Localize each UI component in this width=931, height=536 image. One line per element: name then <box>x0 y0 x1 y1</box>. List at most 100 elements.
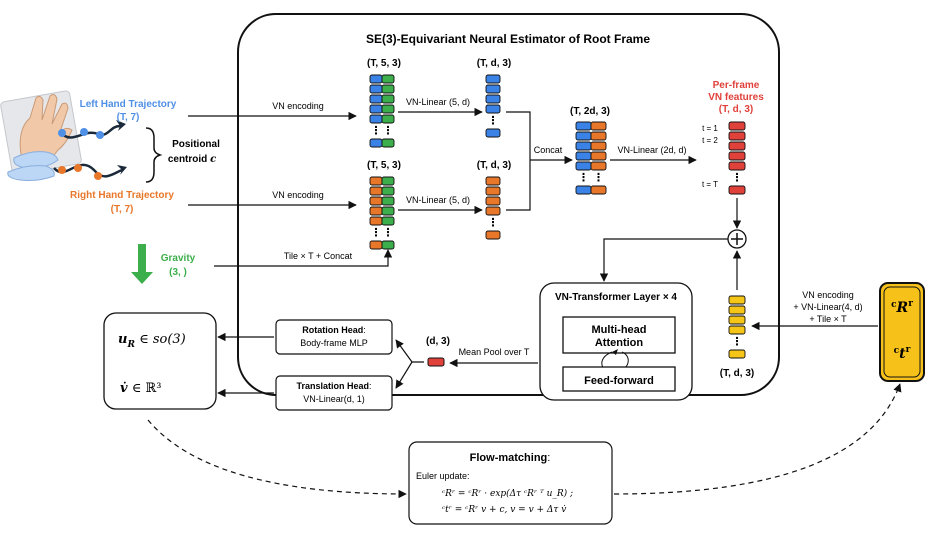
left-encoded-stack-token <box>381 94 395 104</box>
right-hand-shape: (T, 7) <box>111 204 134 215</box>
flow-euler-label: Euler update: <box>416 471 470 481</box>
translation-head-sub: VN-Linear(d, 1) <box>303 394 365 404</box>
attention-box <box>562 316 676 354</box>
pose-rotation: cRr <box>891 299 913 316</box>
left-encoded-stack-ellipsis: ⋮ <box>371 125 382 137</box>
concat-stack-token <box>575 121 592 131</box>
concat-stack-token <box>575 161 592 171</box>
left-linear-stack-token <box>485 104 501 114</box>
concat-stack-token <box>575 141 592 151</box>
right-encoding-label-2: + VN-Linear(4, d) <box>793 302 862 312</box>
pose-box <box>879 282 925 382</box>
per-frame-stack-ellipsis: ⋮ <box>732 172 743 184</box>
left-encoded-stack-token <box>369 74 383 84</box>
left-encoded-stack-token <box>369 94 383 104</box>
pose-translation: ctr <box>894 345 911 362</box>
right-linear-stack-token <box>485 206 501 216</box>
concat-stack-token <box>590 131 607 141</box>
left-encoded-stack-token <box>381 84 395 94</box>
token-stacks: ⋮⋮⋮⋮⋮⋮⋮⋮⋮⋮ <box>369 74 746 359</box>
rotation-head-title: Rotation Head: <box>302 325 366 335</box>
left-encoded-stack-token <box>369 104 383 114</box>
concat-stack-ellipsis: ⋮ <box>578 172 589 184</box>
vn-linear-2d-label: VN-Linear (2d, d) <box>617 145 686 155</box>
left-encoded-stack-token <box>381 114 395 124</box>
right-linear-stack-token <box>485 176 501 186</box>
left-encoded-stack-token <box>381 138 395 148</box>
dashed-arrow-to-flow <box>147 419 407 499</box>
per-frame-stack-token <box>728 161 746 171</box>
shape-left-linear: (T, d, 3) <box>477 58 511 69</box>
concat-stack-token <box>590 121 607 131</box>
centroid-label: Positional <box>172 139 220 150</box>
shape-pooled: (d, 3) <box>426 336 450 347</box>
right-encoded-stack-ellipsis: ⋮ <box>383 227 394 239</box>
centroid-label-2: centroid c <box>168 154 216 165</box>
left-hand-label: Left Hand Trajectory <box>80 99 177 110</box>
right-encoded-stack-token <box>369 186 383 196</box>
per-frame-label-2: VN features <box>708 92 764 103</box>
gravity-shape: (3, ) <box>169 267 187 278</box>
right-linear-stack-token <box>485 230 501 240</box>
per-frame-stack-token <box>728 141 746 151</box>
left-encoded-stack-ellipsis: ⋮ <box>383 125 394 137</box>
mean-pool-label: Mean Pool over T <box>459 347 530 357</box>
yellow-stack-token <box>728 305 746 315</box>
vn-encoding-label-right: VN encoding <box>272 190 324 200</box>
right-linear-stack-ellipsis: ⋮ <box>488 217 499 229</box>
concat-label: Concat <box>534 145 563 155</box>
left-encoded-stack-token <box>369 138 383 148</box>
yellow-stack-ellipsis: ⋮ <box>732 336 743 348</box>
right-encoded-stack-ellipsis: ⋮ <box>371 227 382 239</box>
shape-left-encoded: (T, 5, 3) <box>367 58 401 69</box>
shape-right-encoded: (T, 5, 3) <box>367 160 401 171</box>
left-encoded-stack-token <box>381 74 395 84</box>
right-encoded-stack-token <box>381 240 395 250</box>
yellow-stack-token <box>728 315 746 325</box>
gravity-label: Gravity <box>161 253 196 264</box>
per-frame-stack-token <box>728 131 746 141</box>
per-frame-stack-token <box>728 151 746 161</box>
concat-stack-token <box>590 151 607 161</box>
hand-illustration <box>0 90 127 181</box>
left-linear-stack-ellipsis: ⋮ <box>488 115 499 127</box>
centroid-bracket <box>145 127 163 183</box>
concat-stack-token <box>590 141 607 151</box>
right-hand-label: Right Hand Trajectory <box>70 190 174 201</box>
flow-eq-1: ᶜRʳ = ᶜRʳ · exp(Δτ ᶜRʳ ᵀ u_R) ; <box>442 488 573 499</box>
translation-head-box <box>275 375 393 411</box>
right-linear-stack-token <box>485 186 501 196</box>
attention-label-2: Attention <box>595 337 644 349</box>
yellow-stack-token <box>728 349 746 359</box>
right-encoded-stack-token <box>369 206 383 216</box>
flow-matching-box <box>408 441 613 525</box>
vn-encoding-label-left: VN encoding <box>272 101 324 111</box>
left-hand-shape: (T, 7) <box>117 112 140 123</box>
right-encoded-stack-token <box>381 216 395 226</box>
right-encoded-stack-token <box>369 240 383 250</box>
right-encoded-stack-token <box>381 206 395 216</box>
concat-stack-token <box>575 185 592 195</box>
concat-stack-token <box>590 161 607 171</box>
vn-linear-label-left: VN-Linear (5, d) <box>406 97 470 107</box>
left-linear-stack-token <box>485 84 501 94</box>
shape-yellow: (T, d, 3) <box>720 368 754 379</box>
vn-linear-label-right: VN-Linear (5, d) <box>406 195 470 205</box>
concat-stack-ellipsis: ⋮ <box>593 172 604 184</box>
right-encoded-stack-token <box>369 216 383 226</box>
yellow-stack-token <box>728 325 746 335</box>
shape-right-linear: (T, d, 3) <box>477 160 511 171</box>
frame-label-t1: t = 1 <box>702 124 718 133</box>
concat-stack-token <box>590 185 607 195</box>
gravity-arrow-icon <box>131 244 153 284</box>
flow-matching-title: Flow-matching: <box>470 452 551 464</box>
right-encoded-stack-token <box>369 176 383 186</box>
shape-concat: (T, 2d, 3) <box>570 106 610 117</box>
per-frame-shape: (T, d, 3) <box>719 104 753 115</box>
right-encoding-label-1: VN encoding <box>802 290 854 300</box>
tile-concat-label: Tile × T + Concat <box>284 251 353 261</box>
output-v-dot: v̇ ∈ ℝ³ <box>120 381 161 396</box>
left-encoded-stack-token <box>381 104 395 114</box>
estimator-title: SE(3)-Equivariant Neural Estimator of Ro… <box>366 32 650 46</box>
